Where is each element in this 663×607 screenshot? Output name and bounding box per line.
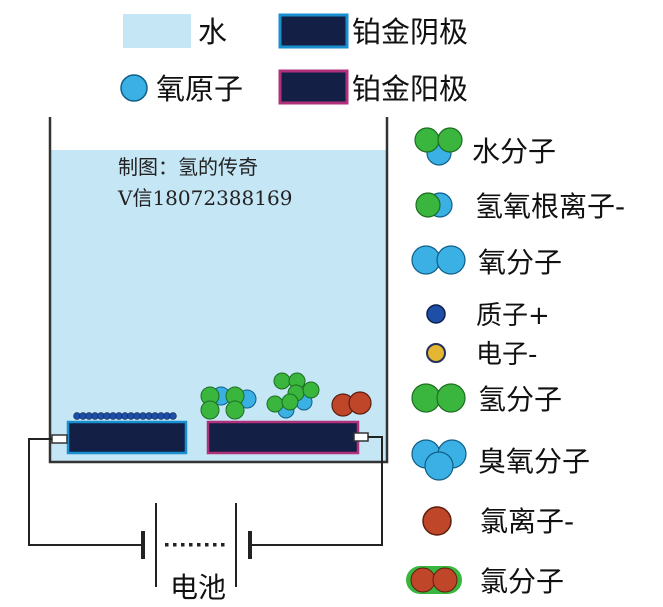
side-legend-label: 氢氧根离子- — [475, 190, 625, 223]
battery-cell-dot — [181, 543, 185, 547]
hydrogen-atom — [266, 395, 284, 413]
water-legend-label: 水 — [198, 15, 227, 49]
anode-assembly — [206, 420, 369, 455]
battery-cell-dot — [213, 543, 217, 547]
battery-cell-dot — [189, 543, 193, 547]
hydrogen-atom — [281, 393, 299, 411]
battery-cell-dot — [205, 543, 209, 547]
side-legend-label: 臭氧分子 — [478, 445, 590, 478]
battery-cell-dot — [197, 543, 201, 547]
external-circuit — [28, 436, 383, 546]
cathode-swatch — [278, 13, 349, 49]
proton-particle — [169, 412, 177, 420]
proton-icon — [426, 304, 446, 324]
oxygen-molecule-icon — [411, 245, 466, 275]
electron-icon — [426, 343, 446, 363]
side-legend-label: 氯分子 — [480, 565, 564, 598]
side-legend-label: 电子- — [476, 340, 537, 370]
top-legend: 水 铂金阴极 氧原子 铂金阳极 — [120, 13, 468, 106]
side-legend-label: 氧分子 — [478, 246, 562, 279]
battery: 电池 — [141, 503, 252, 604]
cathode-assembly — [51, 412, 188, 455]
anode-swatch — [278, 69, 349, 105]
anode-terminal — [353, 432, 369, 442]
anode-wire — [251, 436, 383, 546]
hydrogen-atom — [225, 400, 245, 420]
battery-cell-dot — [221, 543, 225, 547]
tank-wall — [48, 117, 389, 464]
anode-legend-label: 铂金阳极 — [352, 72, 468, 106]
water-swatch — [123, 14, 191, 48]
anode-gas-molecules — [200, 372, 372, 420]
hydrogen-atom — [302, 381, 320, 399]
cathode-wire — [28, 438, 142, 546]
hydrogen-atom — [200, 400, 220, 420]
side-legend: 水分子 氢氧根离子- 氧分子 质子+ 电子- 氢分子 — [406, 127, 625, 598]
battery-cell-dot — [173, 543, 177, 547]
water-molecule-icon — [414, 127, 463, 166]
oxygen-atom-legend-label: 氧原子 — [156, 72, 243, 106]
hydroxide-ion-icon — [415, 192, 453, 218]
side-legend-label: 氯离子- — [480, 505, 574, 538]
anode-electrode — [206, 420, 360, 455]
side-legend-label: 水分子 — [472, 135, 556, 168]
hydrogen-molecule-icon — [411, 383, 466, 413]
hydrogen-atom — [273, 372, 291, 390]
ozone-molecule-icon — [411, 439, 467, 481]
oxygen-atom-swatch — [120, 74, 148, 102]
chlorine-molecule-icon — [406, 566, 462, 594]
chlorine-atom — [348, 391, 372, 415]
cathode-terminal — [51, 434, 68, 444]
watermark-line-2: V信18072388169 — [117, 186, 292, 210]
cathode-legend-label: 铂金阴极 — [352, 15, 468, 49]
cathode-electrode — [66, 420, 188, 455]
chloride-ion-icon — [422, 506, 452, 536]
battery-label: 电池 — [170, 571, 226, 604]
battery-dots — [165, 543, 225, 547]
battery-cell-dot — [165, 543, 169, 547]
side-legend-label: 质子+ — [476, 301, 550, 331]
watermark-line-1: 制图：氢的传奇 — [118, 155, 258, 179]
side-legend-label: 氢分子 — [478, 383, 562, 416]
